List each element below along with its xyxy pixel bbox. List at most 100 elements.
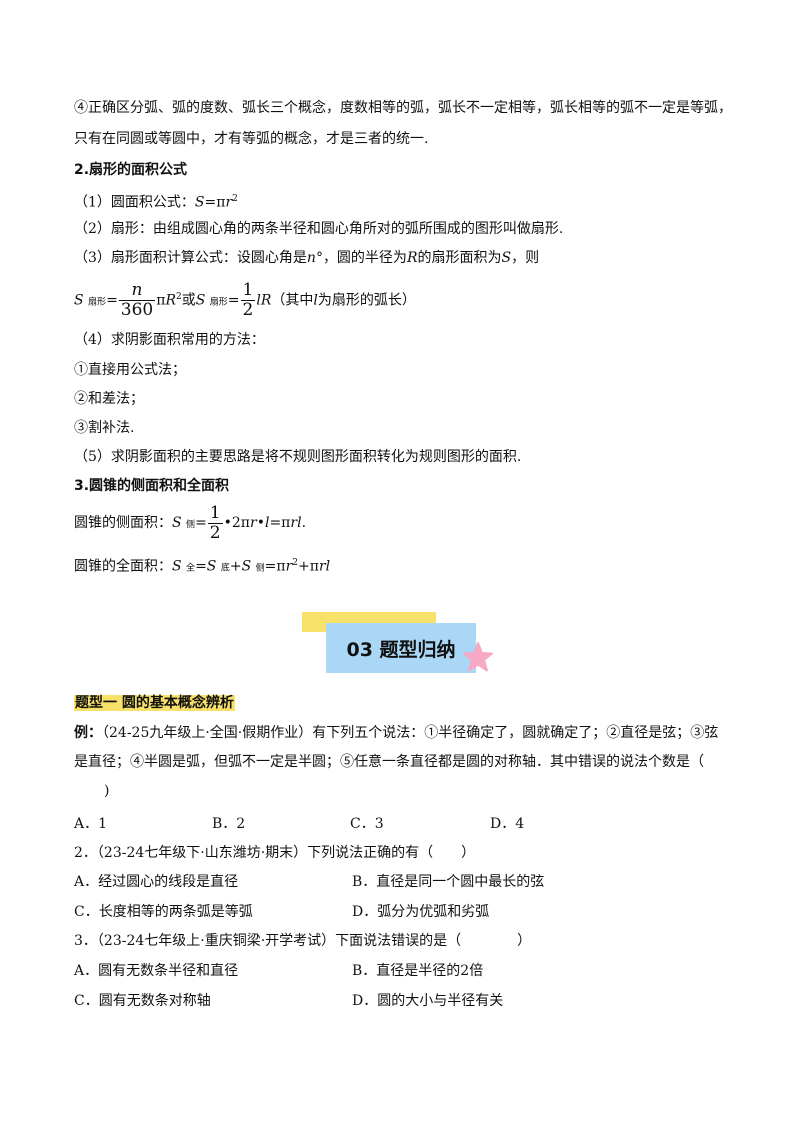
option-d: D．4	[490, 816, 525, 832]
example-line: 例：（24-25九年级上·全国·假期作业）有下列五个说法：①半径确定了，圆就确定…	[74, 723, 718, 743]
exponent: 2	[176, 292, 182, 302]
var-rl: rl	[318, 558, 331, 575]
math-text: .	[301, 515, 307, 531]
method-item: ②和差法；	[74, 391, 144, 407]
math-text: =π	[269, 515, 291, 531]
cone-total-formula: 圆锥的全面积：S 全=S 底+S 侧=πr2+πrl	[74, 553, 330, 579]
subscript: 侧	[186, 520, 196, 530]
section-banner: 03 题型归纳	[300, 612, 500, 676]
item-text: （1）圆面积公式：	[74, 194, 195, 211]
item-text: ，则	[511, 250, 540, 266]
var-r: r	[285, 558, 293, 575]
option-c: C．3	[350, 816, 384, 832]
item-text: （3）扇形面积计算公式：设圆心角是	[74, 250, 307, 266]
denominator: 2	[209, 522, 221, 543]
var-r: r	[250, 515, 257, 531]
subscript: 侧	[255, 563, 265, 574]
var-l: l	[264, 515, 270, 531]
note-text: （其中	[271, 292, 314, 309]
subscript: 扇形	[88, 297, 107, 308]
method-item: ①直接用公式法；	[74, 362, 186, 378]
option-b: B．2	[212, 816, 246, 832]
exponent: 2	[292, 558, 299, 568]
var-S: S	[241, 558, 252, 575]
var-R: R	[165, 292, 176, 309]
var-lR: lR	[256, 292, 272, 309]
var-S: S	[74, 292, 84, 309]
section-heading: 3.圆锥的侧面积和全面积	[74, 478, 230, 494]
math-text: •2π	[223, 515, 250, 531]
item-text: 的扇形面积为	[417, 250, 502, 266]
denominator: 360	[120, 300, 154, 321]
math-text: +π	[298, 558, 319, 575]
var-S: S	[195, 292, 206, 309]
example-text: （24-25九年级上·全国·假期作业）有下列五个说法：①半径确定了，圆就确定了；…	[102, 725, 719, 741]
math-text: =	[195, 558, 207, 575]
option-a: A．经过圆心的线段是直径	[74, 874, 239, 890]
question-type-label: 题型一 圆的基本概念辨析	[74, 693, 235, 713]
paragraph-line: ④正确区分弧、弧的度数、弧长三个概念，度数相等的弧，弧长不一定相等，弧长相等的弧…	[74, 100, 732, 116]
option-d: D．弧分为优弧和劣弧	[352, 904, 490, 920]
item-shadow-idea: （5）求阴影面积的主要思路是将不规则图形面积转化为规则图形的面积.	[74, 449, 522, 465]
subscript: 底	[220, 563, 230, 574]
numerator: 1	[240, 280, 256, 302]
example-line: 是直径；④半圆是弧，但弧不一定是半圆；⑤任意一条直径都是圆的对称轴．其中错误的说…	[74, 754, 704, 770]
method-item: ③割补法.	[74, 420, 135, 436]
math-text: 或	[181, 292, 196, 309]
numerator: 1	[207, 502, 223, 524]
question-stem: 3．（23-24七年级上·重庆铜梁·开学考试）下面说法错误的是（ ）	[74, 933, 532, 949]
math-text: =π	[204, 194, 226, 211]
option-a: A．1	[74, 816, 108, 832]
var-rl: rl	[290, 515, 302, 531]
option-d: D．圆的大小与半径有关	[352, 993, 504, 1009]
math-text: =	[106, 292, 118, 309]
item-circle-area: （1）圆面积公式：S=πr2	[74, 189, 238, 213]
var-l: l	[313, 292, 318, 309]
option-c: C．圆有无数条对称轴	[74, 993, 211, 1009]
math-text: =π	[264, 558, 286, 575]
var-S: S	[501, 250, 512, 266]
var-S: S	[206, 558, 217, 575]
denominator: 2	[242, 300, 254, 321]
banner-blue-block	[326, 623, 476, 673]
var-R: R	[406, 250, 418, 266]
var-S: S	[172, 558, 182, 575]
formula-label: 圆锥的侧面积：	[74, 515, 172, 531]
var-n: n	[306, 250, 316, 266]
option-b: B．直径是同一个圆中最长的弦	[352, 874, 545, 890]
type-highlight: 题型一 圆的基本概念辨析	[74, 695, 235, 711]
note-text: 为扇形的弧长）	[317, 292, 416, 309]
banner-title: 03 题型归纳	[346, 638, 456, 661]
exponent: 2	[232, 194, 238, 204]
item-sector-def: （2）扇形：由组成圆心角的两条半径和圆心角所对的弧所围成的图形叫做扇形.	[74, 221, 564, 237]
var-S: S	[172, 515, 182, 531]
question-stem: 2．（23-24七年级下·山东潍坊·期末）下列说法正确的有（ ）	[74, 845, 476, 861]
item-text: °，圆的半径为	[315, 250, 407, 266]
math-text: +	[229, 558, 242, 575]
item-sector-formula-intro: （3）扇形面积计算公式：设圆心角是n°，圆的半径为R的扇形面积为S，则	[74, 248, 539, 268]
math-text: =	[227, 292, 240, 309]
subscript: 全	[186, 563, 196, 574]
item-shadow-methods: （4）求阴影面积常用的方法：	[74, 332, 265, 348]
paragraph-line: 只有在同圆或等圆中，才有等弧的概念，才是三者的统一.	[74, 131, 429, 147]
subscript: 扇形	[209, 297, 228, 308]
var-S: S	[194, 194, 205, 211]
numerator: n	[118, 281, 156, 302]
math-text: =	[195, 515, 207, 531]
var-r: r	[225, 194, 233, 211]
math-text: •	[256, 515, 265, 531]
option-c: C．长度相等的两条弧是等弧	[74, 904, 253, 920]
example-label: 例：	[74, 725, 102, 741]
option-a: A．圆有无数条半径和直径	[74, 963, 239, 979]
example-line: )	[104, 783, 110, 799]
star-icon	[463, 642, 493, 672]
option-b: B．直径是半径的2倍	[352, 963, 484, 979]
math-text: π	[156, 292, 166, 309]
section-heading: 2.扇形的面积公式	[74, 162, 188, 178]
formula-label: 圆锥的全面积：	[74, 558, 172, 575]
